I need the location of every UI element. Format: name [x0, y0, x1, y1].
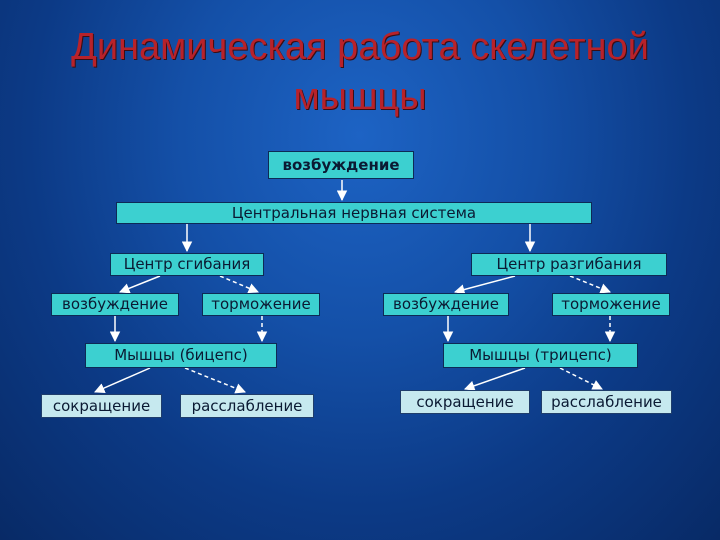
node-flexion-inhibition: торможение [202, 293, 320, 316]
arrow-biceps-to-contraction [94, 367, 151, 394]
arrow-flexion-center-to-inhibition [219, 275, 259, 294]
diagram-title-line-2: мышцы [293, 76, 427, 118]
node-top-excitation: возбуждение [268, 151, 414, 179]
node-triceps-relaxation: расслабление [541, 390, 672, 414]
node-flexion-center: Центр сгибания [110, 253, 264, 276]
diagram-title-line-1: Динамическая работа скелетной [71, 26, 649, 68]
arrow-triceps-to-relaxation [559, 367, 603, 390]
node-biceps-muscles: Мышцы (бицепс) [85, 343, 277, 368]
node-biceps-contraction: сокращение [41, 394, 162, 418]
arrow-flexion-center-to-excitation [119, 275, 161, 294]
node-triceps-contraction: сокращение [400, 390, 530, 414]
node-central-nervous-system: Центральная нервная система [116, 202, 592, 224]
node-flexion-excitation: возбуждение [51, 293, 179, 316]
node-triceps-muscles: Мышцы (трицепс) [443, 343, 638, 368]
arrow-extension-center-to-excitation [453, 275, 516, 295]
arrow-extension-center-to-inhibition [569, 275, 611, 294]
node-extension-inhibition: торможение [552, 293, 670, 316]
arrow-biceps-to-relaxation [184, 367, 246, 394]
arrow-triceps-to-contraction [464, 367, 526, 391]
node-extension-excitation: возбуждение [383, 293, 509, 316]
node-extension-center: Центр разгибания [471, 253, 667, 276]
node-biceps-relaxation: расслабление [180, 394, 314, 418]
